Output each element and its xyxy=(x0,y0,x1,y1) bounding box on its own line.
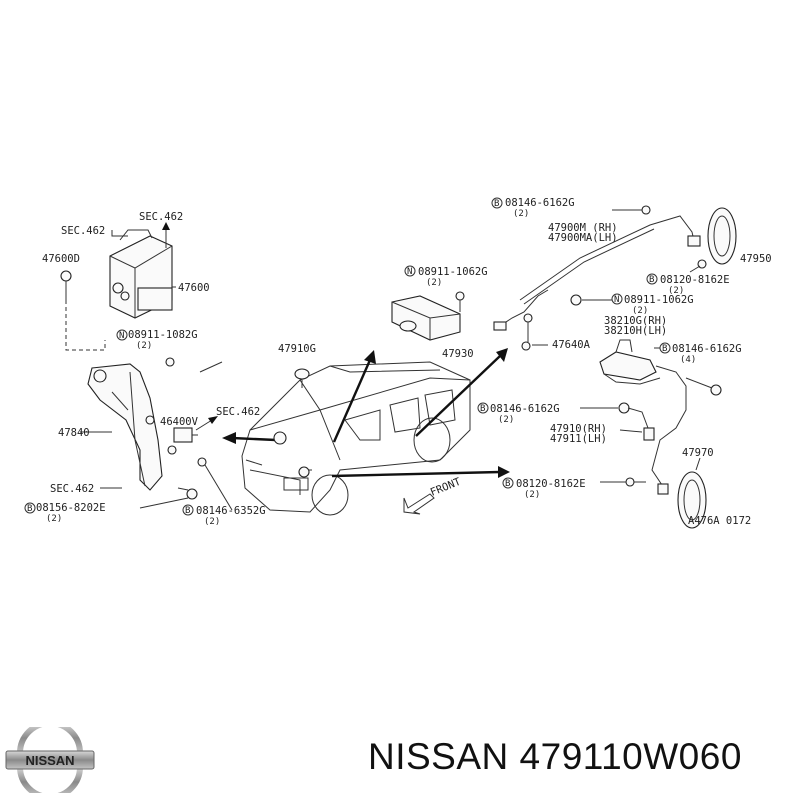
label-08911-1062g-b: 08911-1062G xyxy=(624,294,694,306)
label-47911: 47911(LH) xyxy=(550,433,607,445)
label-47600d: 47600D xyxy=(42,253,80,265)
circle-b-7: B xyxy=(505,479,510,489)
label-08120-8162e-top: 08120-8162E xyxy=(660,274,730,286)
label-08911-1082g-qty: (2) xyxy=(136,341,152,351)
label-08146-6352g-qty: (2) xyxy=(204,517,220,527)
circle-b-6: B xyxy=(480,404,485,414)
label-47900ma: 47900MA(LH) xyxy=(548,232,618,244)
nissan-logo: NISSAN xyxy=(5,727,95,793)
front-sensor-group xyxy=(493,205,737,351)
circle-n-2: N xyxy=(407,267,412,277)
label-08911-1062g-a: 08911-1062G xyxy=(418,266,488,278)
label-sec462-bottom: SEC.462 xyxy=(50,483,94,495)
abs-actuator-group xyxy=(60,222,233,511)
vehicle-outline xyxy=(222,348,510,516)
label-08146-6352g: 08146-6352G xyxy=(196,505,266,517)
label-08146-6162g-mid: 08146-6162G xyxy=(672,343,742,355)
label-47930: 47930 xyxy=(442,348,474,360)
circle-b-2: B xyxy=(185,506,190,516)
label-08146-6162g-top: 08146-6162G xyxy=(505,197,575,209)
label-47970: 47970 xyxy=(682,447,714,459)
label-08120-8162e-low: 08120-8162E xyxy=(516,478,586,490)
part-number-caption: NISSAN 479110W060 xyxy=(368,736,742,777)
circle-n-3: N xyxy=(614,295,619,305)
label-sec462-top: SEC.462 xyxy=(139,211,183,223)
label-47910: 47910(RH) xyxy=(550,423,607,435)
label-47640a: 47640A xyxy=(552,339,591,351)
label-47900m: 47900M (RH) xyxy=(548,222,618,234)
circle-n-1: N xyxy=(119,331,124,341)
label-08146-6162g-mid-qty: (4) xyxy=(680,355,696,365)
label-08120-8162e-low-qty: (2) xyxy=(524,490,540,500)
label-38210g: 38210G(RH) xyxy=(604,315,667,327)
label-sec462-mid: SEC.462 xyxy=(216,406,260,418)
circle-b-4: B xyxy=(649,275,654,285)
label-ref-code: A476A 0172 xyxy=(688,515,751,527)
circle-b-3: B xyxy=(494,199,499,209)
label-47910g: 47910G xyxy=(278,343,316,355)
label-08911-1062g-a-qty: (2) xyxy=(426,278,442,288)
label-08156-8202e-qty: (2) xyxy=(46,514,62,524)
circle-b-1: B xyxy=(27,504,32,514)
rear-sensor-group xyxy=(599,339,722,529)
circle-b-5: B xyxy=(662,344,667,354)
label-front: FRONT xyxy=(429,476,463,499)
label-08120-8162e-top-qty: (2) xyxy=(668,286,684,296)
label-08146-6162g-low: 08146-6162G xyxy=(490,403,560,415)
label-sec462-left: SEC.462 xyxy=(61,225,105,237)
label-47950: 47950 xyxy=(740,253,772,265)
label-08911-1062g-b-qty: (2) xyxy=(632,306,648,316)
label-47840: 47840 xyxy=(58,427,90,439)
g-sensor-group xyxy=(391,291,465,341)
label-08911-1082g: 08911-1082G xyxy=(128,329,198,341)
label-46400v: 46400V xyxy=(160,416,199,428)
nissan-logo-text: NISSAN xyxy=(25,753,74,768)
label-08146-6162g-top-qty: (2) xyxy=(513,209,529,219)
label-47600: 47600 xyxy=(178,282,210,294)
label-38210h: 38210H(LH) xyxy=(604,325,667,337)
label-08146-6162g-low-qty: (2) xyxy=(498,415,514,425)
label-08156-8202e: 08156-8202E xyxy=(36,502,106,514)
